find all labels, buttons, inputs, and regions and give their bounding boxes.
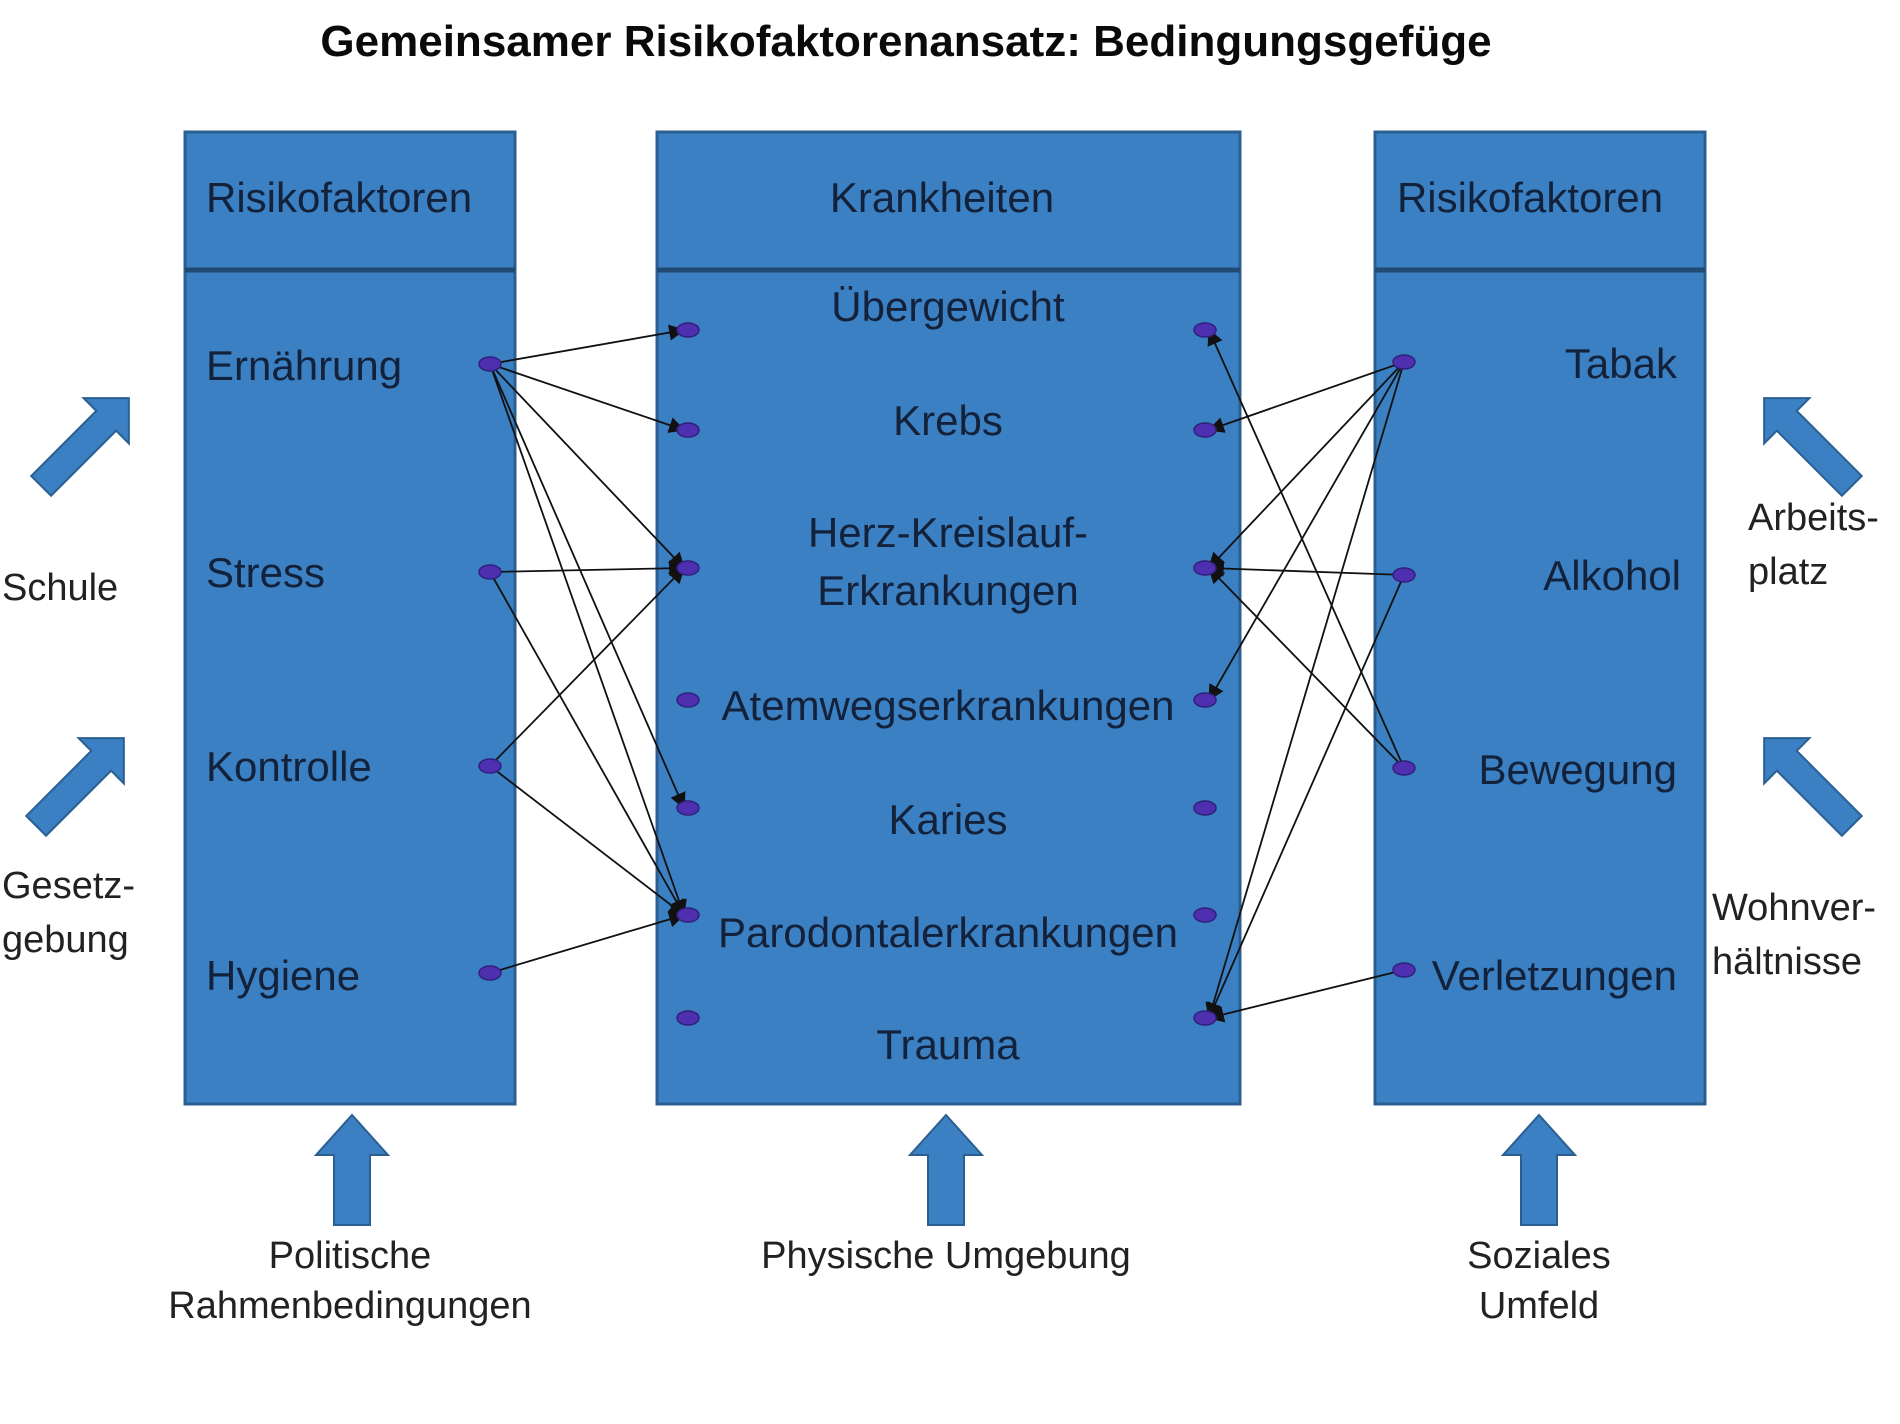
dot-left-kontrolle	[478, 758, 502, 774]
dot-right-alkohol	[1392, 567, 1416, 583]
label-wohnverhaeltnisse-line1: Wohnver-	[1712, 887, 1876, 929]
dot-left-ernaehrung	[478, 356, 502, 372]
left-item-kontrolle: Kontrolle	[206, 743, 372, 790]
label-gesetzgebung-line1: Gesetz-	[2, 865, 135, 907]
dot-center-right-parodontalerkrankungen	[1193, 907, 1217, 923]
edge-ernaehrung-to-herz-kreislauf-erkrankungen	[489, 363, 685, 569]
dot-right-tabak	[1392, 354, 1416, 370]
right-item-alkohol: Alkohol	[1543, 552, 1681, 599]
dot-center-left-uebergewicht	[676, 322, 700, 338]
arrow-soziales-umfeld	[1500, 1113, 1578, 1226]
edge-ernaehrung-to-uebergewicht	[489, 324, 686, 365]
edge-verletzungen-to-trauma	[1207, 969, 1405, 1023]
center-item-karies: Karies	[888, 796, 1007, 843]
center-item-trauma: Trauma	[876, 1021, 1020, 1068]
edge-stress-to-parodontalerkrankungen	[489, 571, 685, 917]
edge-tabak-to-trauma	[1205, 361, 1405, 1020]
right-item-verletzungen: Verletzungen	[1432, 952, 1677, 999]
edge-bewegung-to-uebergewicht	[1207, 328, 1405, 769]
left-box-header: Risikofaktoren	[206, 174, 472, 221]
label-arbeitsplatz-line1: Arbeits-	[1748, 497, 1879, 539]
right-item-bewegung: Bewegung	[1479, 746, 1678, 793]
dot-center-left-atemwegserkrankungen	[676, 692, 700, 708]
left-item-hygiene: Hygiene	[206, 952, 360, 999]
dot-right-bewegung	[1392, 760, 1416, 776]
label-politische-line1: Politische	[269, 1235, 432, 1277]
label-gesetzgebung-line2: gebung	[2, 919, 129, 961]
diagram-title: Gemeinsamer Risikofaktorenansatz: Beding…	[320, 17, 1491, 66]
arrow-physische-umgebung	[907, 1113, 985, 1226]
edge-hygiene-to-parodontalerkrankungen	[489, 911, 686, 974]
center-box-header: Krankheiten	[830, 174, 1054, 221]
label-soziales-line1: Soziales	[1467, 1235, 1611, 1277]
arrow-schule	[29, 397, 130, 498]
edge-alkohol-to-trauma	[1207, 574, 1405, 1020]
center-item-uebergewicht: Übergewicht	[831, 283, 1065, 330]
right-box-header: Risikofaktoren	[1397, 174, 1663, 221]
center-item-parodontalerkrankungen: Parodontalerkrankungen	[718, 909, 1178, 956]
label-arbeitsplatz-line2: platz	[1748, 551, 1828, 593]
dot-center-left-trauma	[676, 1010, 700, 1026]
dot-center-right-herz-kreislauf-erkrankungen	[1193, 560, 1217, 576]
edge-ernaehrung-to-karies	[489, 363, 686, 810]
right-risk-factor-box: Risikofaktoren Tabak Alkohol Bewegung Ve…	[1373, 130, 1707, 1106]
center-item-krebs: Krebs	[893, 397, 1003, 444]
center-item-atemwegserkrankungen: Atemwegserkrankungen	[722, 682, 1175, 729]
label-wohnverhaeltnisse-line2: hältnisse	[1712, 941, 1862, 983]
edge-kontrolle-to-herz-kreislauf-erkrankungen	[489, 567, 685, 767]
center-disease-box: Krankheiten Übergewicht Krebs Herz-Kreis…	[655, 130, 1242, 1106]
edge-ernaehrung-to-krebs	[489, 363, 686, 433]
edge-tabak-to-herz-kreislauf-erkrankungen	[1208, 361, 1405, 569]
edge-stress-to-herz-kreislauf-erkrankungen	[489, 560, 686, 577]
dot-right-verletzungen	[1392, 962, 1416, 978]
dot-center-right-uebergewicht	[1193, 322, 1217, 338]
edge-kontrolle-to-parodontalerkrankungen	[489, 765, 686, 916]
dot-center-right-karies	[1193, 800, 1217, 816]
dot-center-left-herz-kreislauf-erkrankungen	[676, 560, 700, 576]
dot-left-hygiene	[478, 965, 502, 981]
label-physische-umgebung: Physische Umgebung	[761, 1235, 1131, 1277]
right-item-tabak: Tabak	[1565, 340, 1678, 387]
edge-alkohol-to-herz-kreislauf-erkrankungen	[1207, 560, 1405, 577]
arrow-politische-rahmenbedingungen	[313, 1113, 391, 1226]
label-soziales-line2: Umfeld	[1479, 1285, 1599, 1327]
dot-center-left-karies	[676, 800, 700, 816]
edge-tabak-to-krebs	[1207, 361, 1405, 433]
label-schule: Schule	[2, 567, 118, 609]
label-politische-line2: Rahmenbedingungen	[168, 1285, 531, 1327]
dot-left-stress	[478, 564, 502, 580]
left-risk-factor-box: Risikofaktoren Ernährung Stress Kontroll…	[183, 130, 517, 1106]
arrow-gesetzgebung	[24, 737, 125, 838]
connection-dots	[478, 322, 1416, 1026]
dot-center-left-krebs	[676, 422, 700, 438]
arrow-wohnverhaeltnisse	[1763, 737, 1864, 838]
connection-lines	[489, 324, 1405, 1023]
edge-tabak-to-atemwegserkrankungen	[1208, 361, 1405, 702]
center-item-herz-kreislauf-line1: Herz-Kreislauf-	[808, 509, 1088, 556]
left-item-ernaehrung: Ernährung	[206, 342, 402, 389]
center-item-herz-kreislauf-line2: Erkrankungen	[817, 567, 1079, 614]
dot-center-right-trauma	[1193, 1010, 1217, 1026]
dot-center-right-krebs	[1193, 422, 1217, 438]
dot-center-left-parodontalerkrankungen	[676, 907, 700, 923]
arrow-arbeitsplatz	[1763, 397, 1864, 498]
left-item-stress: Stress	[206, 549, 325, 596]
dot-center-right-atemwegserkrankungen	[1193, 692, 1217, 708]
edge-bewegung-to-herz-kreislauf-erkrankungen	[1208, 567, 1405, 769]
edge-ernaehrung-to-parodontalerkrankungen	[489, 363, 687, 917]
